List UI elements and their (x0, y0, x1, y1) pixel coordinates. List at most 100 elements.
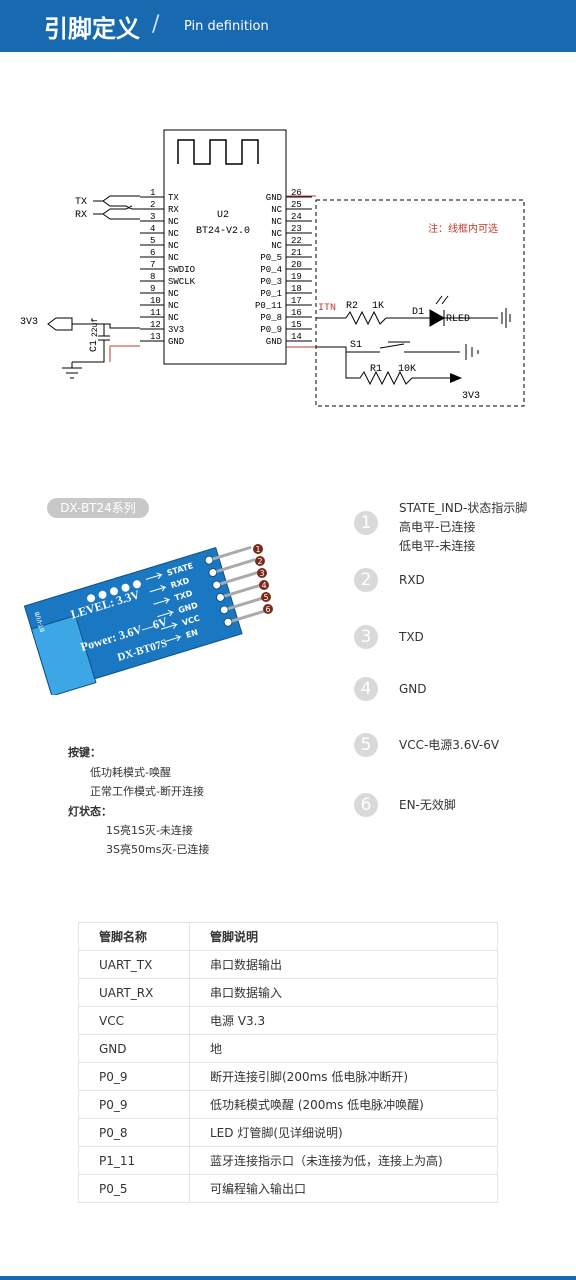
board-pad (215, 592, 225, 602)
table-header-row: 管脚名称 管脚说明 (78, 922, 498, 951)
board-arrow-icon (157, 609, 175, 618)
left-pin-number: 7 (150, 260, 155, 270)
r1-label: R1 (370, 364, 382, 375)
right-pin-number: 14 (291, 332, 302, 342)
left-pin-number: 4 (150, 224, 155, 234)
pin-marker-number: 2 (257, 557, 262, 566)
d1-label: D1 (412, 307, 424, 318)
pin-marker-circle (257, 568, 267, 578)
cap-value: 22uf (91, 318, 100, 337)
left-pin-number: 5 (150, 236, 155, 246)
header-pin (220, 570, 260, 586)
pin-number-circle: 2 (354, 568, 378, 592)
pin-description-text: TXD (399, 630, 424, 644)
pin-desc-cell: 串口数据输入 (189, 978, 498, 1007)
pin-name-cell: P0_5 (78, 1174, 190, 1203)
ic-body (163, 129, 287, 365)
left-pin-number: 9 (150, 284, 155, 294)
r2-resistor (345, 310, 387, 326)
board-arrow-icon (161, 622, 179, 630)
left-pin-name: NC (168, 313, 179, 323)
pin-marker-circle (261, 592, 271, 602)
board-arrow-icon (164, 634, 182, 643)
left-pin-number: 12 (150, 320, 161, 330)
led-state-2: 3S亮50ms灭-已连接 (106, 843, 210, 856)
right-pin-number: 19 (291, 272, 302, 282)
pin-marker-number: 4 (261, 581, 266, 590)
table-header-name: 管脚名称 (78, 922, 190, 951)
header-pin (227, 595, 267, 611)
ic-part: BT24-V2.0 (196, 226, 250, 237)
tx-label: TX (75, 197, 87, 208)
supply-connector (47, 317, 73, 331)
pin-desc-cell: 断开连接引脚(200ms 低电脉冲断开) (189, 1062, 498, 1091)
header-banner: 引脚定义 / Pin definition (0, 0, 576, 52)
r2-label: R2 (346, 301, 358, 312)
r1-wire (345, 366, 360, 379)
right-pin-name: P0_11 (255, 301, 282, 311)
right-pin-name: P0_1 (260, 289, 282, 299)
left-pin-name: NC (168, 241, 179, 251)
left-pin-name: 3V3 (168, 325, 184, 335)
module-subboard (30, 614, 97, 695)
right-pin-number: 22 (291, 236, 302, 246)
pin-marker-circle (263, 604, 273, 614)
pin-number-circle: 4 (354, 677, 378, 701)
pin-name-cell: UART_RX (78, 978, 190, 1007)
page-title: 引脚定义 (44, 15, 140, 43)
led-state-1: 1S亮1S灭-未连接 (106, 824, 193, 837)
ic-name: U2 (217, 210, 229, 221)
left-pin-name: SWDIO (168, 265, 195, 275)
left-pin-number: 3 (150, 212, 155, 222)
led-arrows (435, 295, 449, 305)
board-arrow-icon (149, 584, 167, 593)
pin-number-circle: 3 (354, 625, 378, 649)
header-pin (223, 583, 263, 598)
right-pin-number: 24 (291, 212, 302, 222)
cap-name: C1 (89, 340, 100, 352)
pin-marker-circle (255, 556, 265, 566)
left-pin-name: NC (168, 289, 179, 299)
pin-description-text: EN-无效脚 (399, 798, 456, 812)
pin-description-text: 低电平-未连接 (399, 539, 476, 553)
switch-wire (316, 346, 347, 366)
right-pin-name: P0_5 (260, 253, 282, 263)
right-pin-name: NC (271, 217, 282, 227)
left-pin-number: 1 (150, 188, 155, 198)
pin-description-text: STATE_IND-状态指示脚 (399, 501, 528, 515)
left-pin-number: 10 (150, 296, 161, 306)
right-pin-number: 20 (291, 260, 302, 270)
r1-value: 10K (398, 364, 416, 375)
ground-symbol (62, 367, 82, 379)
board-hole (110, 587, 119, 596)
d1-diode (429, 309, 446, 327)
pin-name-cell: GND (78, 1034, 190, 1063)
key-mode-1: 低功耗模式-唤醒 (90, 766, 171, 779)
left-pin-name: NC (168, 253, 179, 263)
board-arrow-icon (153, 597, 171, 605)
s1-label: S1 (350, 340, 362, 351)
pin-desc-cell: 可编程输入输出口 (189, 1174, 498, 1203)
board-label: EN (185, 628, 199, 640)
board-hole (98, 590, 107, 599)
pin-number-circle: 6 (354, 793, 378, 817)
right-pin-number: 16 (291, 308, 302, 318)
right-pin-name: NC (271, 229, 282, 239)
left-pin-name: RX (168, 205, 179, 215)
right-pin-number: 23 (291, 224, 302, 234)
left-pin-name: NC (168, 217, 179, 227)
header-pins (204, 545, 271, 627)
rx-connector (93, 208, 140, 220)
header-pin (212, 545, 252, 561)
supply-wire (72, 323, 140, 329)
